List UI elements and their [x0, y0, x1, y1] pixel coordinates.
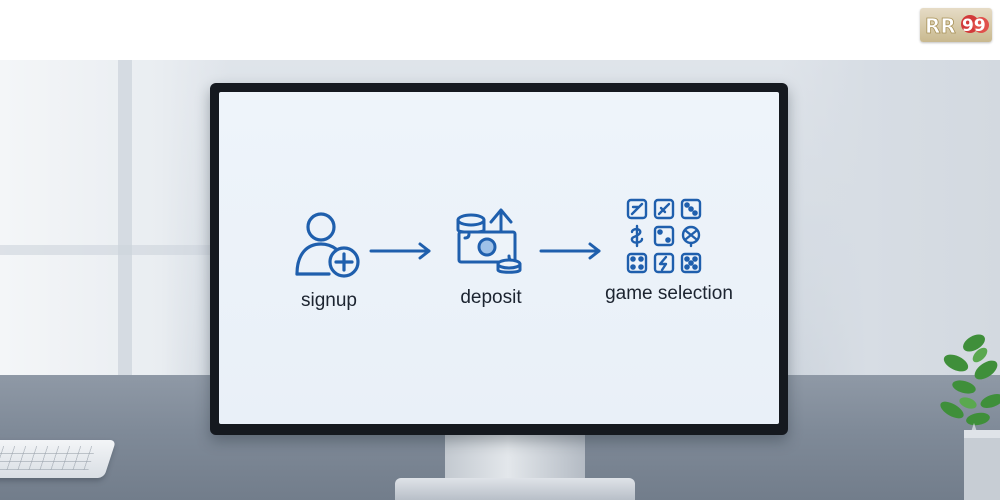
step-label-game-selection: game selection [605, 283, 733, 304]
brand-logo: RR 99 [920, 8, 992, 42]
keyboard-keys [0, 446, 97, 470]
step-label-signup: signup [301, 290, 357, 311]
svg-text:RR: RR [925, 14, 956, 38]
office-photo: signup [0, 60, 1000, 500]
keyboard [0, 440, 117, 478]
monitor-stand [445, 432, 585, 484]
top-white-band [0, 0, 1000, 60]
step-label-deposit: deposit [460, 287, 522, 308]
game-grid-icon [626, 198, 702, 274]
monitor-stand-base [395, 478, 635, 500]
arrow-right-icon [539, 242, 603, 265]
arrow-right-icon [369, 242, 433, 265]
window-frame-horizontal [0, 245, 215, 255]
user-plus-icon [291, 210, 363, 282]
step-signup: signup [279, 210, 379, 320]
money-deposit-icon [451, 200, 531, 280]
svg-text:99: 99 [962, 16, 986, 36]
step-game-selection: game selection [589, 198, 749, 323]
back-wall [780, 60, 1000, 400]
window-frame [118, 60, 132, 380]
monitor-screen: signup [219, 92, 779, 424]
monitor: signup [210, 83, 788, 435]
step-deposit: deposit [441, 200, 541, 320]
window-light [0, 60, 230, 390]
potted-plant [934, 315, 1000, 500]
